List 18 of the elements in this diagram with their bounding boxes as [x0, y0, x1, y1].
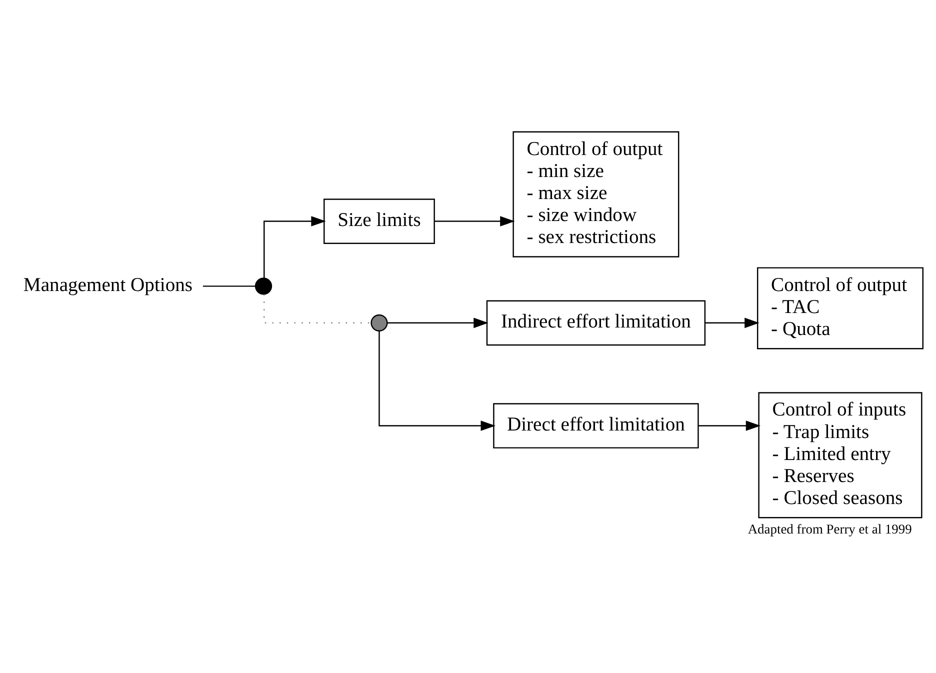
arrow: [378, 330, 496, 430]
arrow: [387, 317, 488, 328]
arrow: [705, 317, 760, 328]
node-box: Indirect effort limitation: [486, 300, 706, 346]
caption: Adapted from Perry et al 1999: [748, 520, 912, 536]
node-box: Size limits: [324, 198, 435, 244]
arrow: [434, 216, 515, 226]
arrow: [698, 420, 761, 430]
node-box: Control of output - TAC - Quota: [756, 266, 924, 349]
connector: [202, 285, 256, 286]
node-box: Direct effort limitation: [493, 402, 699, 448]
node-text: Management Options: [23, 274, 193, 296]
node-box: Control of inputs - Trap limits - Limited entry - Reserves - Closed seasons: [758, 392, 922, 518]
arrow: [264, 216, 326, 278]
node-circle: [254, 277, 272, 294]
node-circle: [370, 314, 388, 331]
connector: [264, 294, 371, 324]
node-box: Control of output - min size - max size - size window - sex restrictions: [512, 130, 680, 257]
